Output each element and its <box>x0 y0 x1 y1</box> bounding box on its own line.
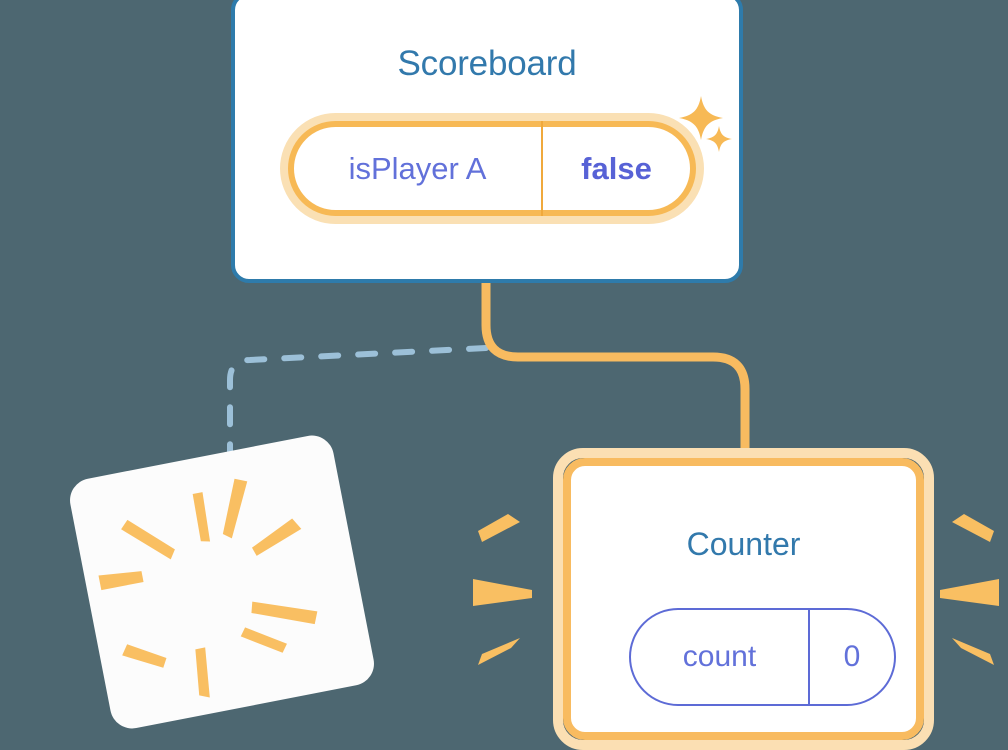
sparkle-large-icon <box>679 96 723 140</box>
state-pill-scoreboard[interactable]: isPlayer A false <box>280 113 704 224</box>
state-pill-divider <box>541 121 543 216</box>
burst-rays-right-icon <box>940 514 999 665</box>
component-counter[interactable]: Counter count 0 <box>553 448 934 750</box>
component-scoreboard[interactable]: Scoreboard isPlayer A false <box>231 0 743 283</box>
state-value-label: 0 <box>843 640 861 673</box>
burst-ray-icon <box>98 478 318 698</box>
component-counter-inner: Counter count 0 <box>563 458 924 740</box>
state-key-label: count <box>682 640 757 673</box>
state-pill-highlight-glow <box>280 113 704 224</box>
scoreboard-title: Scoreboard <box>397 44 577 83</box>
sparkle-small-icon <box>706 126 732 152</box>
state-pill-counter[interactable]: count 0 <box>629 608 896 706</box>
state-value-label: false <box>581 150 652 186</box>
re-render-card <box>66 431 378 733</box>
burst-rays-left-icon <box>473 514 532 665</box>
state-key-label: isPlayer A <box>348 150 487 186</box>
connector-scoreboard-to-counter <box>481 283 750 455</box>
counter-title: Counter <box>686 526 801 562</box>
state-pill-divider <box>808 610 810 704</box>
state-pill-body[interactable]: isPlayer A false <box>288 121 696 216</box>
